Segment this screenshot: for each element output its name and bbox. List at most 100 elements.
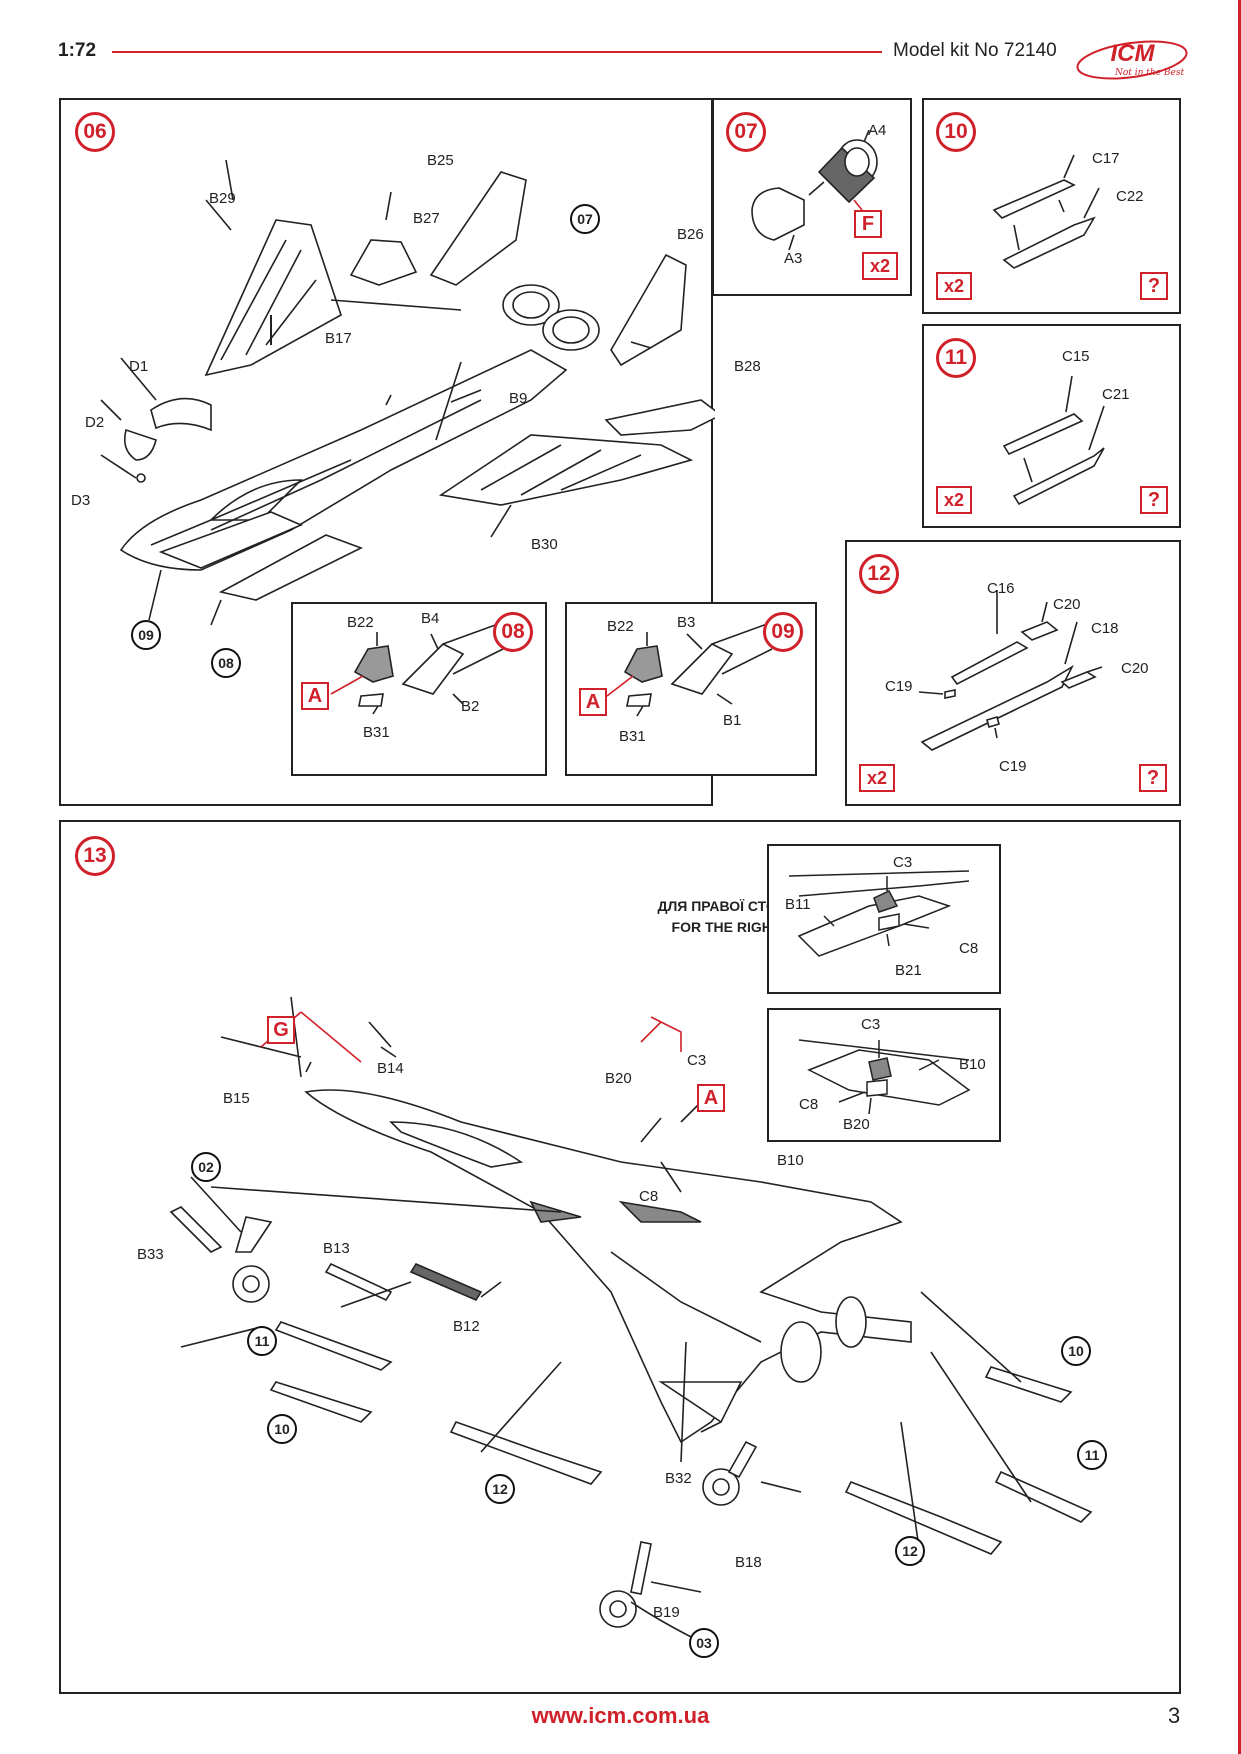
part-label-b11: B11 [785, 896, 811, 913]
part-label-c22: C22 [1116, 188, 1144, 205]
part-label-b10: B10 [777, 1152, 804, 1169]
kit-number: Model kit No 72140 [893, 40, 1057, 61]
part-label-c19: C19 [999, 758, 1027, 775]
part-label-c8: C8 [959, 940, 979, 957]
part-label-b26: B26 [677, 226, 704, 243]
step-12-drawing [918, 590, 1103, 751]
step-11-panel: 11 C15 C21 x2 ? [922, 324, 1181, 528]
part-label-b13: B13 [323, 1240, 350, 1257]
part-label-b21: B21 [895, 962, 922, 979]
part-label-b3: B3 [677, 614, 696, 631]
part-label-b22: B22 [607, 618, 634, 635]
step-07-badge: 07 [726, 112, 766, 152]
part-label-c3: C3 [687, 1052, 707, 1069]
ref-step-12: 12 [895, 1536, 925, 1566]
part-label-b15: B15 [223, 1090, 250, 1107]
part-label-a3: A3 [784, 250, 803, 267]
part-label-c21: C21 [1102, 386, 1130, 403]
step-06-panel: 06 B25 B29 B27 B26 B17 D1 D2 D3 B9 B28 B… [59, 98, 817, 806]
part-label-b4: B4 [421, 610, 440, 627]
color-tag-a: A [697, 1084, 725, 1112]
part-label-b10: B10 [959, 1056, 986, 1073]
icm-logo: ICM Not in the Best [1075, 38, 1190, 88]
part-label-c19: C19 [885, 678, 913, 695]
ref-step-02: 02 [191, 1152, 221, 1182]
part-label-b19: B19 [653, 1604, 680, 1621]
part-label-c3: C3 [861, 1016, 881, 1033]
part-label-c15: C15 [1062, 348, 1090, 365]
step-11-drawing [1002, 375, 1105, 506]
part-label-b22: B22 [347, 614, 374, 631]
step-10-panel: 10 C17 C22 x2 ? [922, 98, 1181, 314]
inset-left-side: C3 B10 C8 B20 [767, 1008, 1001, 1142]
part-label-b9: B9 [509, 390, 528, 407]
logo-swoosh-icon [1076, 40, 1188, 80]
part-label-c3: C3 [893, 854, 913, 871]
part-label-b31: B31 [619, 728, 646, 745]
step-09-panel: 09 B22 B3 B1 B31 A [565, 602, 817, 776]
quantity-x2: x2 [862, 252, 898, 280]
part-label-b2: B2 [461, 698, 480, 715]
ref-step-07: 07 [570, 204, 600, 234]
unknown-icon: ? [1140, 486, 1168, 514]
step-08-panel: 08 B22 B4 B2 B31 A [291, 602, 547, 776]
step-12-badge: 12 [859, 554, 899, 594]
ref-step-11: 11 [247, 1326, 277, 1356]
part-label-b30: B30 [531, 536, 558, 553]
part-label-b18: B18 [735, 1554, 762, 1571]
color-tag-g: G [267, 1016, 295, 1044]
part-label-c8: C8 [799, 1096, 819, 1113]
ref-step-03: 03 [689, 1628, 719, 1658]
part-label-b29: B29 [209, 190, 236, 207]
part-label-a4: A4 [868, 122, 887, 139]
step-09-drawing [606, 623, 773, 717]
step-12-panel: 12 C16 C20 C18 C20 C19 C19 x2 ? [845, 540, 1181, 806]
part-label-b1: B1 [723, 712, 742, 729]
part-label-c16: C16 [987, 580, 1015, 597]
part-label-b28: B28 [734, 358, 761, 375]
quantity-x2: x2 [859, 764, 895, 792]
part-label-b33: B33 [137, 1246, 164, 1263]
step-07-drawing [751, 129, 878, 251]
part-label-d3: D3 [71, 492, 91, 509]
footer-url[interactable]: www.icm.com.ua [531, 1703, 710, 1728]
page-number: 3 [1168, 1703, 1181, 1728]
part-label-b27: B27 [413, 210, 440, 227]
step-13-drawing [169, 996, 1093, 1643]
inset-right-drawing [788, 870, 970, 957]
part-label-c8: C8 [639, 1188, 659, 1205]
part-label-b20: B20 [605, 1070, 632, 1087]
part-label-c18: C18 [1091, 620, 1119, 637]
scale-label: 1:72 [58, 40, 97, 61]
step-11-badge: 11 [936, 338, 976, 378]
step-09-badge: 09 [763, 612, 803, 652]
part-label-b32: B32 [665, 1470, 692, 1487]
edge-bar [1238, 0, 1241, 1754]
color-tag-a: A [301, 682, 329, 710]
ref-step-12: 12 [485, 1474, 515, 1504]
part-label-b17: B17 [325, 330, 352, 347]
quantity-x2: x2 [936, 486, 972, 514]
color-tag-f: F [854, 210, 882, 238]
logo-tagline: Not in the Best [1115, 68, 1185, 78]
logo-text: ICM [1110, 40, 1155, 67]
inset-left-drawing [798, 1039, 971, 1115]
part-label-c17: C17 [1092, 150, 1120, 167]
header-rule [112, 51, 882, 53]
unknown-icon: ? [1140, 272, 1168, 300]
step-10-badge: 10 [936, 112, 976, 152]
ref-step-11: 11 [1077, 1440, 1107, 1470]
part-label-b31: B31 [363, 724, 390, 741]
unknown-icon: ? [1139, 764, 1167, 792]
inset-right-side: C3 B11 C8 B21 [767, 844, 1001, 994]
step-13-panel: 13 ДЛЯ ПРАВОЇ СТОРОНИ FOR THE RIGHT SIDE… [59, 820, 1181, 1694]
part-label-c20: C20 [1053, 596, 1081, 613]
part-label-d2: D2 [85, 414, 105, 431]
part-label-c20: C20 [1121, 660, 1149, 677]
part-label-b25: B25 [427, 152, 454, 169]
step-06-drawing [100, 159, 715, 626]
step-08-drawing [330, 623, 504, 715]
ref-step-10: 10 [267, 1414, 297, 1444]
color-tag-a: A [579, 688, 607, 716]
step-10-drawing [992, 154, 1100, 269]
